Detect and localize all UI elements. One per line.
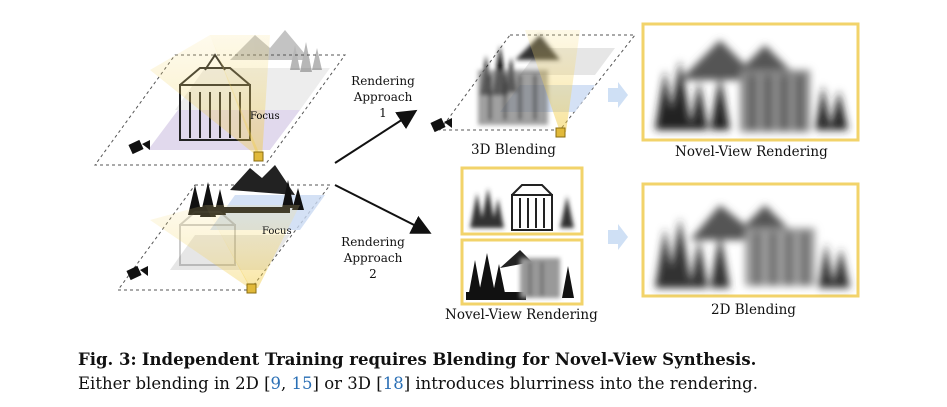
scene-top-left [94,30,346,166]
arrow-icon [608,224,628,250]
camera-icon [126,265,148,281]
caption-title: Independent Training requires Blending f… [141,350,757,369]
render-building [470,184,574,231]
caption-text-prefix: Either blending in 2D [ [78,374,271,393]
scene-3d-blending [430,30,637,138]
caption-text-sep: , [281,374,292,393]
rendering-approach-2-label: Rendering Approach 2 [341,235,405,281]
figure-illustration: Focus Focus [94,22,860,306]
caption-text-suffix: ] introduces blurriness into the renderi… [403,374,758,393]
citation-link[interactable]: 15 [291,374,313,393]
camera-icon [128,139,150,155]
arrow-icon [334,184,432,234]
citation-link[interactable]: 18 [382,374,404,393]
blurred-render-top [655,40,848,132]
caption-label: Fig. 3: [78,350,137,369]
rendering-approach-1-label: Rendering Approach 1 [351,74,415,120]
novel-view-rendering-label-top: Novel-View Rendering [675,144,828,160]
caption-text-mid: ] or 3D [ [312,374,383,393]
scene-bottom-left [117,165,332,294]
3d-blending-label: 3D Blending [471,142,556,158]
focus-label-bottom: Focus [262,226,292,237]
2d-blending-label: 2D Blending [711,302,796,318]
arrow-icon [334,109,418,164]
citation-link[interactable]: 9 [270,374,282,393]
camera-icon [430,117,452,133]
render-nature [466,250,574,300]
caption-body: Either blending in 2D [9, 15] or 3D [18]… [78,372,938,396]
focus-label-top: Focus [250,111,280,122]
blurred-render-bottom [655,205,850,288]
figure-caption: Fig. 3: Independent Training requires Bl… [78,348,938,396]
arrow-icon [608,82,628,108]
novel-view-rendering-label-bottom: Novel-View Rendering [445,307,598,323]
